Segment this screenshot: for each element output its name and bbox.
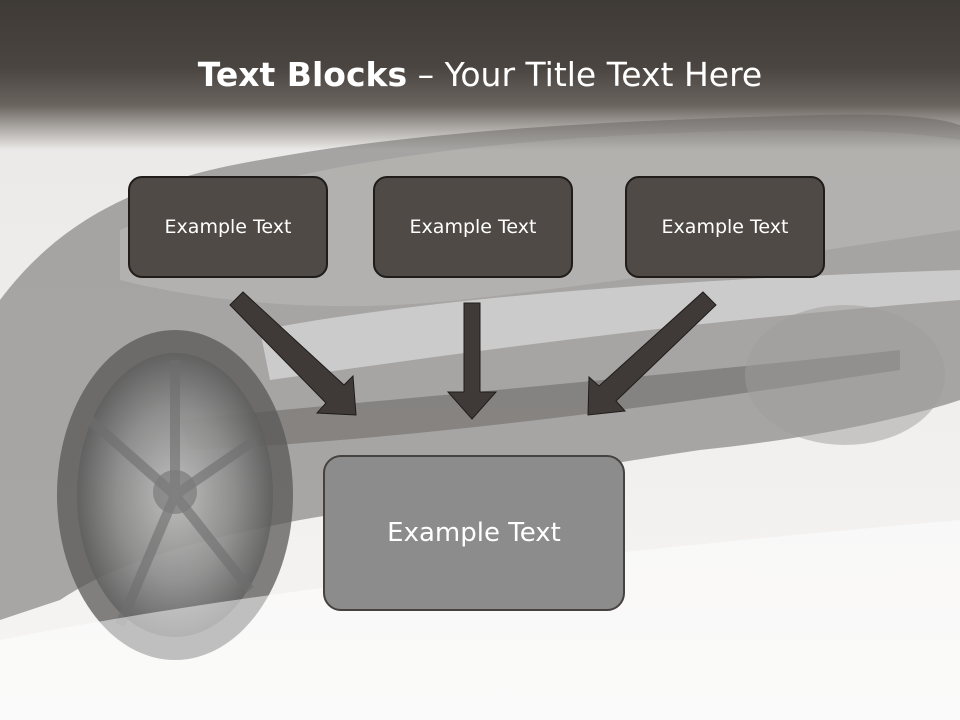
- text-block-2-label: Example Text: [409, 216, 537, 238]
- text-block-3-label: Example Text: [661, 216, 789, 238]
- text-block-main-label: Example Text: [387, 518, 561, 548]
- text-block-2[interactable]: Example Text: [373, 176, 573, 278]
- slide-title[interactable]: Text Blocks – Your Title Text Here: [0, 52, 960, 98]
- text-block-3[interactable]: Example Text: [625, 176, 825, 278]
- title-separator: –: [407, 55, 445, 94]
- text-block-main[interactable]: Example Text: [323, 455, 625, 611]
- title-band: [0, 0, 960, 150]
- title-rest: Your Title Text Here: [444, 55, 763, 94]
- text-block-1[interactable]: Example Text: [128, 176, 328, 278]
- title-bold: Text Blocks: [197, 55, 408, 94]
- text-block-1-label: Example Text: [164, 216, 292, 238]
